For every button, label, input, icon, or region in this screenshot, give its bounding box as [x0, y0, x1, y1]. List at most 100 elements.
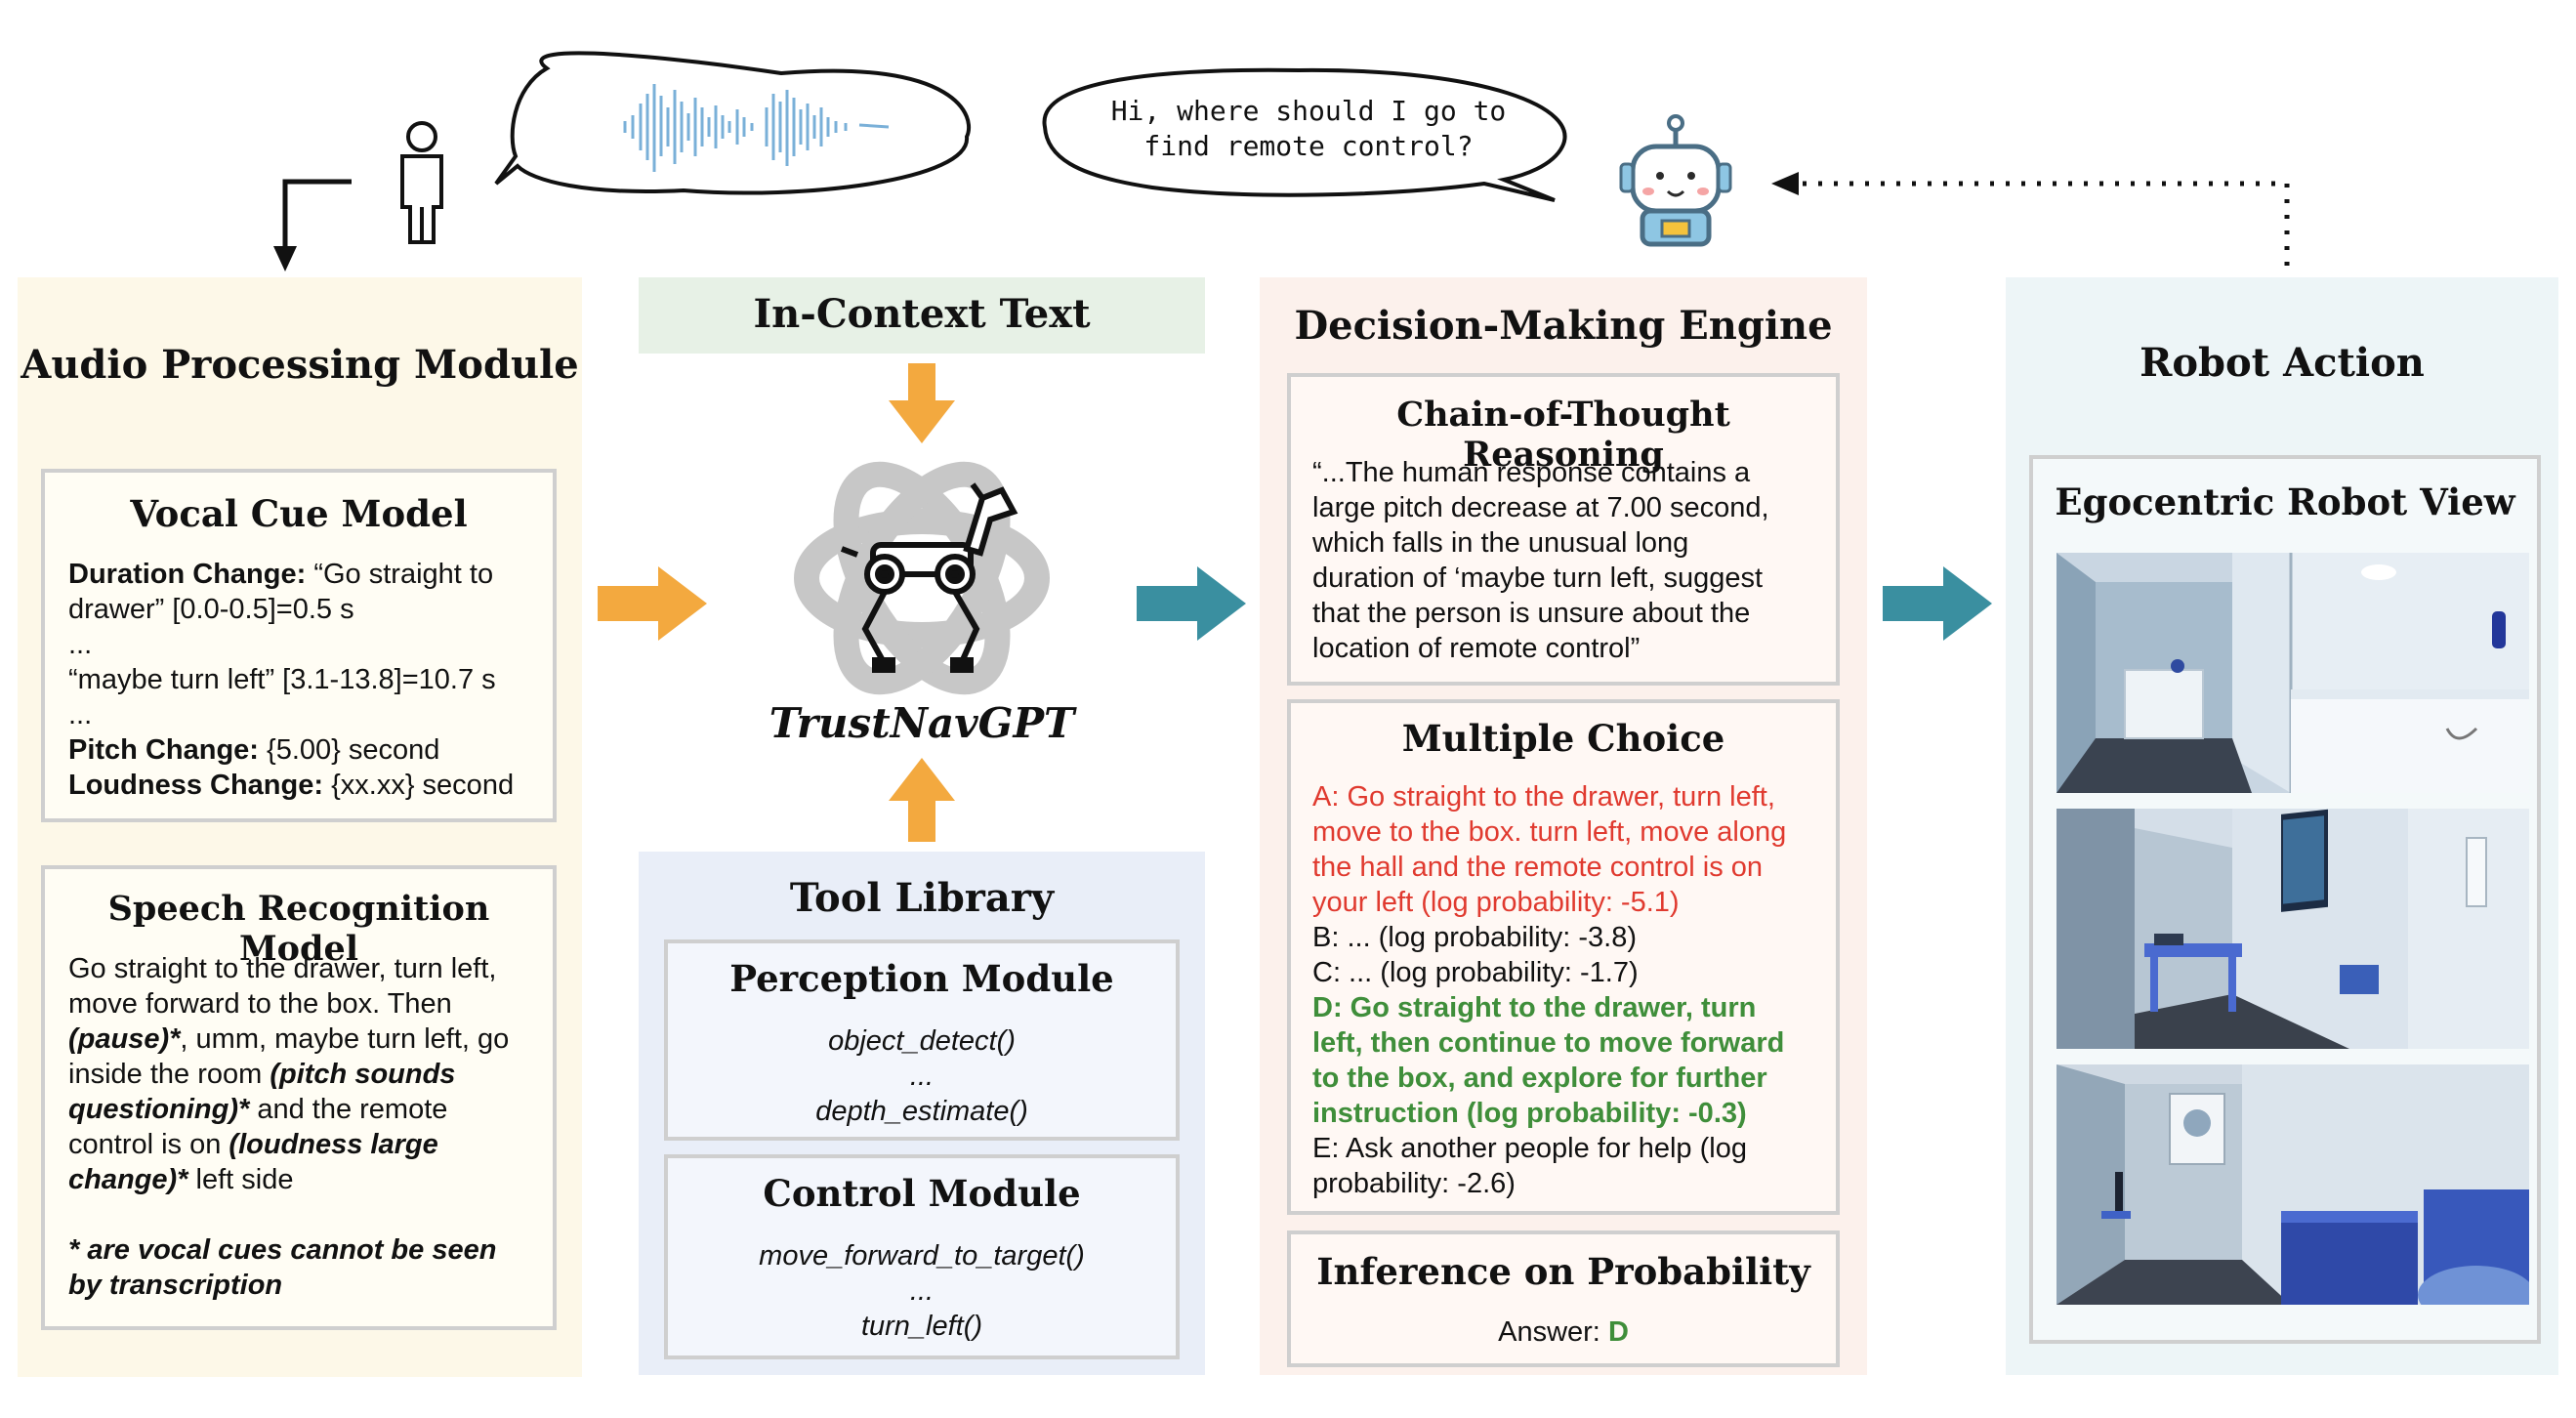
cot-line3: which falls in the unusual long — [1312, 527, 1689, 559]
perception-module-title: Perception Module — [729, 957, 1114, 1000]
robot-view-image-1 — [2057, 553, 2529, 793]
egocentric-view-box: Egocentric Robot View — [2029, 455, 2541, 1344]
speech-cue-pause: (pause)* — [68, 1023, 181, 1055]
speech-cue-loudness-end: change)* — [68, 1164, 188, 1195]
pitch-label: Pitch Change: — [68, 734, 259, 766]
feedback-dotted-arrow — [1771, 172, 2290, 266]
speech-note-line2: by transcription — [68, 1270, 283, 1301]
model-to-decision-arrow — [1137, 566, 1246, 641]
speech-line4: inside the room — [68, 1059, 270, 1090]
control-functions: move_forward_to_target() ... turn_left() — [668, 1238, 1176, 1344]
speech-line1: Go straight to the drawer, turn left, — [68, 953, 497, 984]
answer-value: D — [1607, 1316, 1629, 1348]
option-d-line4: instruction (log probability: -0.3) — [1312, 1098, 1747, 1129]
decision-engine-title: Decision-Making Engine — [1294, 303, 1833, 349]
center-graphics — [794, 363, 1050, 842]
speech-recognition-text: Go straight to the drawer, turn left, mo… — [68, 951, 547, 1303]
option-c: C: ... (log probability: -1.7) — [1312, 957, 1639, 988]
control-function-1: move_forward_to_target() — [759, 1240, 1085, 1272]
cot-text: “...The human response contains a large … — [1312, 455, 1830, 666]
cot-line4: duration of ‘maybe turn left, suggest — [1312, 563, 1764, 594]
loudness-text: {xx.xx} second — [323, 770, 515, 801]
egocentric-view-title: Egocentric Robot View — [2055, 480, 2515, 523]
option-b: B: ... (log probability: -3.8) — [1312, 922, 1638, 953]
multiple-choice-title: Multiple Choice — [1401, 717, 1725, 760]
cot-line5: that the person is unsure about the — [1312, 598, 1751, 629]
control-module-title: Control Module — [763, 1172, 1081, 1215]
inference-title: Inference on Probability — [1316, 1250, 1810, 1293]
vocal-cue-title: Vocal Cue Model — [130, 492, 468, 535]
multiple-choice-frame: Multiple Choice A: Go straight to the dr… — [1287, 699, 1840, 1215]
speech-line6: control is on — [68, 1129, 229, 1160]
perception-dots: ... — [909, 1061, 935, 1092]
decision-engine-panel: Decision-Making Engine Chain-of-Thought … — [1260, 277, 1867, 1375]
cot-line6: location of remote control” — [1312, 633, 1641, 664]
option-a-line2: move to the box. turn left, move along — [1312, 816, 1787, 848]
control-module-box: Control Module move_forward_to_target() … — [664, 1154, 1180, 1359]
option-a-line4: your left (log probability: -5.1) — [1312, 887, 1680, 918]
control-dots: ... — [909, 1275, 935, 1307]
multiple-choice-options: A: Go straight to the drawer, turn left,… — [1312, 779, 1830, 1201]
robot-question-line1: Hi, where should I go to — [1110, 95, 1507, 127]
model-name: TrustNavGPT — [769, 699, 1075, 747]
duration-label: Duration Change: — [68, 559, 307, 590]
in-context-text-title: In-Context Text — [753, 291, 1091, 337]
speech-line3: , umm, maybe turn left, go — [180, 1023, 510, 1055]
option-d-line3: to the box, and explore for further — [1312, 1063, 1767, 1094]
speech-note-line1: * are vocal cues cannot be seen — [68, 1234, 497, 1266]
robot-icon — [1619, 114, 1732, 247]
option-a-line3: the hall and the remote control is on — [1312, 852, 1764, 883]
perception-module-box: Perception Module object_detect() ... de… — [664, 939, 1180, 1141]
dialogue-graphics — [273, 51, 2290, 271]
in-context-down-arrow — [889, 363, 955, 443]
control-function-2: turn_left() — [860, 1311, 983, 1342]
in-context-text-panel: In-Context Text — [639, 277, 1205, 354]
option-e-line1: E: Ask another people for help (log — [1312, 1133, 1747, 1164]
loudness-label: Loudness Change: — [68, 770, 324, 801]
cot-line2: large pitch decrease at 7.00 second, — [1312, 492, 1769, 523]
perception-functions: object_detect() ... depth_estimate() — [668, 1023, 1176, 1129]
speech-line5: and the remote — [249, 1094, 448, 1125]
audio-to-model-arrow — [598, 566, 707, 641]
tool-library-up-arrow — [889, 758, 955, 842]
tool-library-panel: Tool Library Perception Module object_de… — [639, 852, 1205, 1375]
duration-text: “Go straight to — [306, 559, 494, 590]
robot-question-text: Hi, where should I go to find remote con… — [1084, 94, 1533, 164]
robot-question-line2: find remote control? — [1143, 130, 1474, 162]
perception-function-1: object_detect() — [828, 1025, 1016, 1057]
speech-cue-pitch-end: questioning)* — [68, 1094, 250, 1125]
cot-title: Chain-of-Thought Reasoning — [1396, 395, 1730, 475]
pitch-text: {5.00} second — [258, 734, 440, 766]
audio-panel-title: Audio Processing Module — [21, 342, 579, 388]
robot-action-title: Robot Action — [2140, 340, 2425, 386]
speech-recognition-title: Speech Recognition Model — [107, 889, 490, 969]
speech-line2: move forward to the box. Then — [68, 988, 452, 1020]
option-a-line1: A: Go straight to the drawer, turn left, — [1312, 781, 1775, 813]
audio-waveform-icon — [623, 84, 890, 172]
human-icon — [400, 121, 443, 244]
robot-speech-bubble — [1042, 67, 1567, 202]
perception-function-2: depth_estimate() — [815, 1096, 1028, 1127]
vocal-cue-text: Duration Change: “Go straight to drawer”… — [68, 557, 537, 803]
speech-cue-pitch: (pitch sounds — [270, 1059, 456, 1090]
vocal-cue-line4: “maybe turn left” [3.1-13.8]=10.7 s — [68, 664, 496, 695]
option-d-line1: D: Go straight to the drawer, turn — [1312, 992, 1757, 1023]
vocal-cue-line5: ... — [68, 699, 93, 730]
robot-view-image-3 — [2057, 1064, 2529, 1305]
speech-line7: left side — [187, 1164, 294, 1195]
robot-dog-icon — [840, 482, 1018, 673]
inference-box: Inference on Probability Answer: D — [1287, 1230, 1840, 1367]
audio-processing-panel: Audio Processing Module Vocal Cue Model … — [18, 277, 582, 1377]
vocal-cue-line3: ... — [68, 629, 93, 660]
option-d-line2: left, then continue to move forward — [1312, 1027, 1785, 1059]
human-speech-bubble — [494, 51, 972, 195]
inference-answer: Answer: D — [1291, 1314, 1836, 1350]
option-e-line2: probability: -2.6) — [1312, 1168, 1516, 1199]
tool-library-title: Tool Library — [789, 875, 1055, 921]
robot-view-image-2 — [2057, 809, 2529, 1049]
answer-label: Answer: — [1498, 1316, 1608, 1348]
cot-line1: “...The human response contains a — [1312, 457, 1751, 488]
cot-box: Chain-of-Thought Reasoning “...The human… — [1287, 373, 1840, 686]
speech-cue-loudness: (loudness large — [229, 1129, 438, 1160]
human-to-audio-arrow — [273, 179, 352, 271]
